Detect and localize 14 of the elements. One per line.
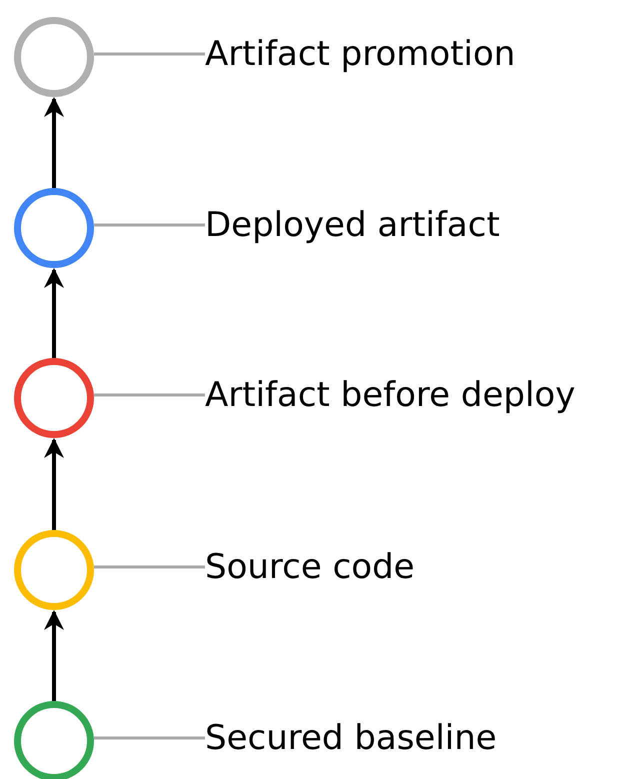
- leader-line: [94, 52, 205, 56]
- arrow: [44, 97, 64, 188]
- stage-label: Secured baseline: [205, 715, 497, 761]
- arrow: [44, 268, 64, 358]
- stage-label: Artifact promotion: [205, 31, 516, 77]
- leader-line: [94, 566, 205, 568]
- leader-line: [94, 394, 205, 396]
- stage-label: Deployed artifact: [205, 202, 500, 248]
- stage-label: Artifact before deploy: [205, 372, 576, 418]
- arrow: [44, 438, 64, 530]
- arrow: [44, 610, 64, 701]
- leader-line: [94, 224, 205, 226]
- leader-line: [94, 736, 205, 740]
- stage-label: Source code: [205, 544, 415, 590]
